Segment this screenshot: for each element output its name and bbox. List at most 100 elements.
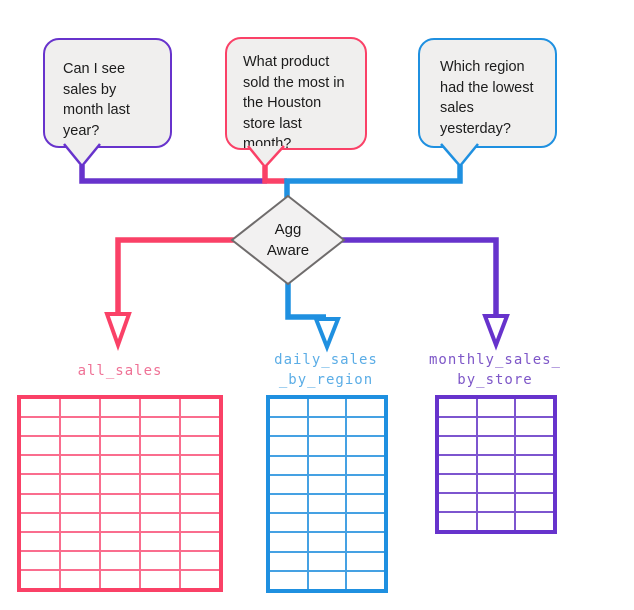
table-cell [308,399,346,417]
question-text: What product sold the most in the Housto… [243,54,345,152]
arrowhead-all-sales [104,312,132,351]
q2-connector-line [262,166,287,184]
table-cell [101,418,139,436]
table-cell [270,418,307,436]
table-cell [308,437,346,455]
table-cell [101,551,139,569]
table-cell [101,532,139,550]
table-label-monthly-sales-by-store: monthly_sales_ by_store [428,352,561,388]
table-cell [181,475,219,493]
table-cell [21,513,59,531]
table-cell [347,571,384,589]
decision-label: Agg Aware [266,221,310,259]
table-cell [308,571,346,589]
table-cell [61,475,99,493]
table-cell [141,475,179,493]
table-cell [61,551,99,569]
table-cell [21,570,59,588]
table-cell [477,437,515,454]
table-cell [477,494,515,511]
table-cell [439,513,476,530]
table-cell [308,418,346,436]
table-cell [516,456,553,473]
table-cell [181,418,219,436]
table-cell [270,495,307,513]
table-cell [308,533,346,551]
table-cell [477,418,515,435]
table-cell [347,399,384,417]
table-cell [347,456,384,474]
table-cell [439,475,476,492]
table-cell [181,570,219,588]
table-cell [181,437,219,455]
table-cell [516,475,553,492]
table-cell [308,475,346,493]
question-bubble-lowest-region: Which region had the lowest sales yester… [418,38,557,148]
table-cell [101,475,139,493]
table-cell [347,475,384,493]
table-all-sales [17,395,223,592]
table-cell [477,513,515,530]
table-cell [347,533,384,551]
table-cell [101,437,139,455]
table-cell [477,456,515,473]
table-cell [61,532,99,550]
table-cell [181,494,219,512]
table-cell [141,532,179,550]
table-cell [347,514,384,532]
table-cell [141,456,179,474]
table-cell [61,418,99,436]
table-cell [21,456,59,474]
table-cell [270,514,307,532]
table-cell [21,437,59,455]
table-cell [516,494,553,511]
question-bubble-top-product: What product sold the most in the Housto… [225,37,367,152]
question-text: Can I see sales by month last year? [63,61,130,139]
table-cell [141,551,179,569]
table-cell [61,399,99,417]
table-cell [308,495,346,513]
table-cell [477,475,515,492]
table-cell [141,513,179,531]
table-cell [101,513,139,531]
table-cell [21,551,59,569]
table-cell [516,399,553,416]
table-cell [439,418,476,435]
table-cell [439,456,476,473]
q3-connector-line [284,165,463,198]
table-cell [516,513,553,530]
table-cell [181,456,219,474]
arrowhead-monthly-sales [482,314,510,351]
table-cell [439,437,476,454]
table-cell [270,399,307,417]
table-cell [477,399,515,416]
table-cell [181,532,219,550]
table-cell [181,399,219,417]
table-cell [347,495,384,513]
table-cell [21,494,59,512]
question-text: Which region had the lowest sales yester… [440,59,534,137]
table-cell [61,494,99,512]
table-cell [270,533,307,551]
table-cell [101,570,139,588]
table-cell [516,437,553,454]
table-cell [181,513,219,531]
table-cell [141,494,179,512]
table-daily-sales-by-region [266,395,388,593]
table-cell [101,456,139,474]
table-cell [61,570,99,588]
table-cell [141,570,179,588]
table-cell [270,437,307,455]
table-cell [347,437,384,455]
table-label-all-sales: all_sales [77,363,163,379]
table-cell [101,494,139,512]
table-cell [101,399,139,417]
table-cell [270,571,307,589]
table-cell [141,437,179,455]
arrow-shaft-to-daily-sales [285,282,326,320]
question-bubble-sales-by-month: Can I see sales by month last year? [43,38,172,148]
table-cell [308,514,346,532]
table-cell [270,475,307,493]
q1-connector-line [79,165,267,184]
